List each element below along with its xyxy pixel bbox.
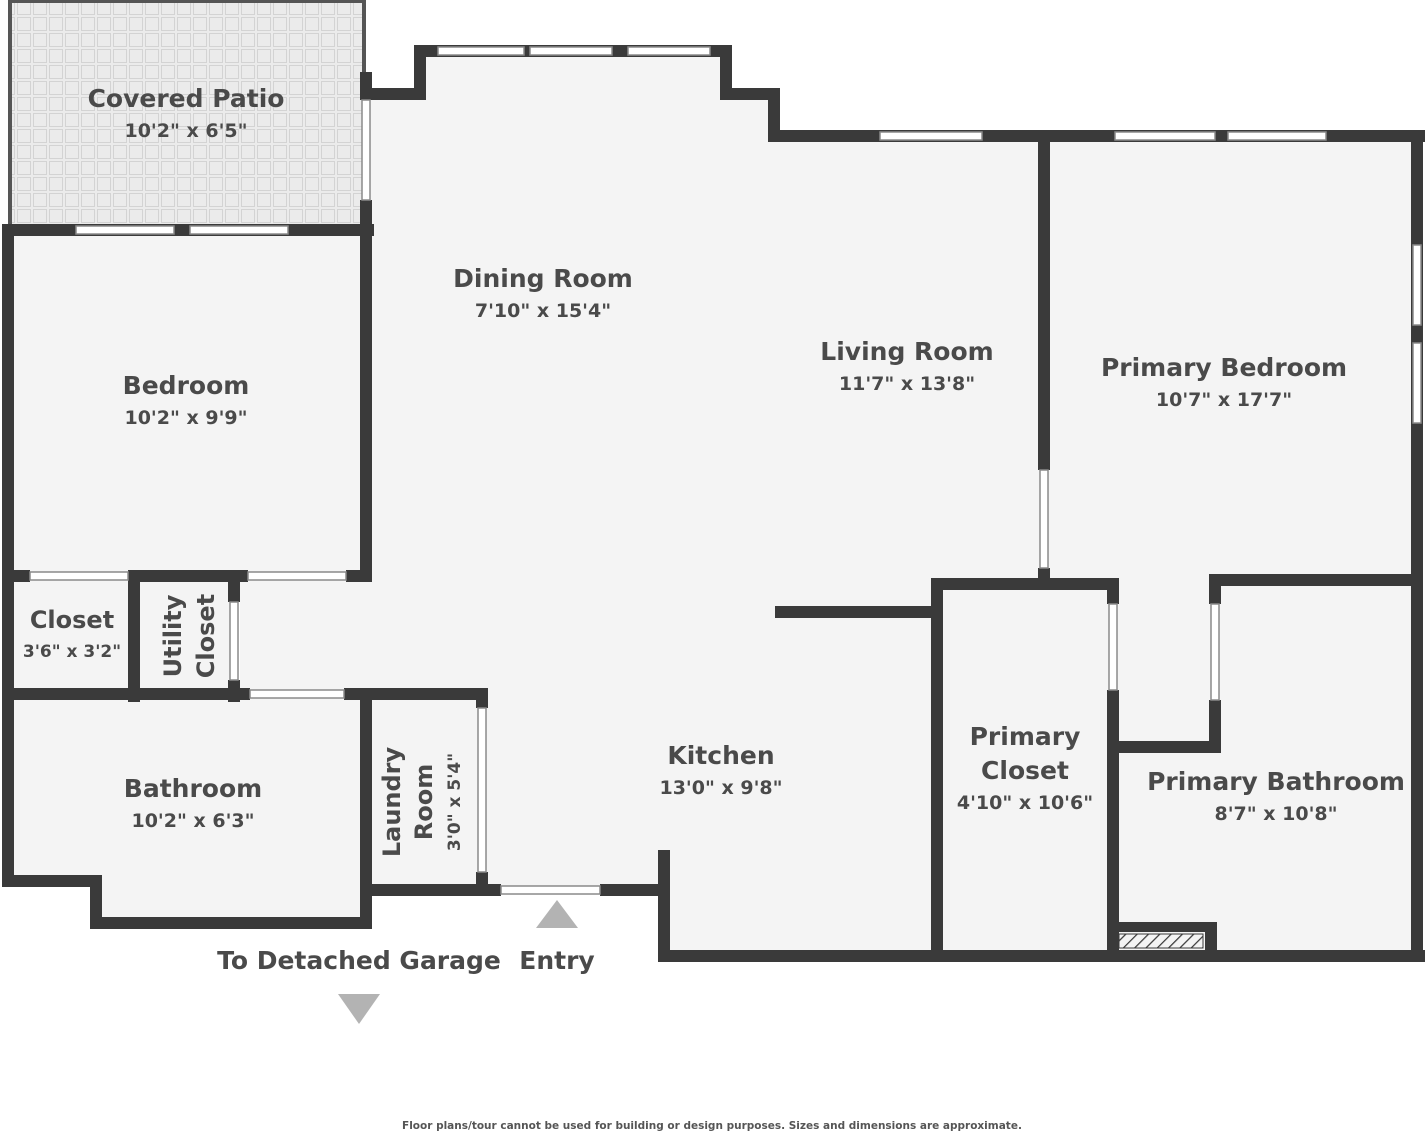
primary-closet-dims: 4'10" x 10'6": [957, 792, 1093, 814]
doorways: [29, 99, 1220, 895]
primary-bathroom-name: Primary Bathroom: [1147, 767, 1405, 796]
doorway: [500, 885, 601, 895]
laundry-room-label: Laundry Room 3'0" x 5'4": [378, 746, 465, 857]
garage-label: To Detached Garage: [217, 946, 501, 975]
utility-closet-name-line1: Utility: [159, 594, 187, 677]
primary-closet-name-line2: Closet: [981, 756, 1069, 785]
window: [627, 46, 711, 56]
laundry-room-floor: [366, 695, 486, 890]
bathroom-floor: [10, 700, 366, 920]
garage-arrow-icon: [338, 994, 380, 1024]
entry-label: Entry: [519, 946, 594, 975]
laundry-room-name-line2: Room: [410, 764, 438, 840]
cabinet-hatch: [1118, 933, 1204, 949]
window: [879, 131, 983, 141]
living-room-dims: 11'7" x 13'8": [839, 373, 975, 395]
dining-room-dims: 7'10" x 15'4": [475, 300, 611, 322]
window: [1114, 131, 1216, 141]
utility-closet-name-line2: Closet: [192, 594, 220, 678]
bedroom-floor: [10, 232, 366, 577]
dining-room-name: Dining Room: [453, 264, 633, 293]
doorway: [361, 99, 371, 201]
covered-patio-name: Covered Patio: [88, 84, 285, 113]
primary-bathroom-dims: 8'7" x 10'8": [1214, 803, 1337, 825]
doorway: [1108, 603, 1118, 691]
living-room-name: Living Room: [820, 337, 993, 366]
doorway: [1039, 469, 1049, 569]
utility-closet-floor: [140, 577, 238, 695]
doorway: [1210, 603, 1220, 701]
covered-patio-dims: 10'2" x 6'5": [124, 120, 247, 142]
kitchen-name: Kitchen: [667, 741, 774, 770]
doorway: [247, 571, 347, 581]
laundry-room-dims: 3'0" x 5'4": [445, 753, 465, 851]
primary-closet-name-line1: Primary: [970, 722, 1081, 751]
primary-bedroom-dims: 10'7" x 17'7": [1156, 389, 1292, 411]
doorway: [477, 707, 487, 873]
laundry-room-name-line1: Laundry: [378, 746, 406, 857]
window: [437, 46, 525, 56]
kitchen-dims: 13'0" x 9'8": [659, 777, 782, 799]
doorway: [229, 601, 239, 681]
floor-areas: [10, 0, 1420, 955]
closet-floor: [10, 577, 140, 695]
closet-name: Closet: [30, 606, 114, 634]
disclaimer-text: Floor plans/tour cannot be used for buil…: [402, 1120, 1022, 1131]
window: [75, 225, 175, 235]
window: [1412, 244, 1422, 326]
bathroom-dims: 10'2" x 6'3": [131, 810, 254, 832]
bedroom-name: Bedroom: [123, 371, 250, 400]
closet-dims: 3'6" x 3'2": [23, 642, 121, 662]
window: [529, 46, 613, 56]
window: [189, 225, 289, 235]
window: [1227, 131, 1327, 141]
windows: [75, 46, 1422, 424]
doorway: [249, 689, 345, 699]
entry-arrow-icon: [536, 900, 578, 928]
main-floor: [240, 50, 1420, 955]
bedroom-dims: 10'2" x 9'9": [124, 407, 247, 429]
utility-closet-label: Utility Closet: [159, 594, 220, 678]
window: [1412, 342, 1422, 424]
bathroom-name: Bathroom: [124, 774, 262, 803]
primary-bedroom-name: Primary Bedroom: [1101, 353, 1347, 382]
room-labels: Covered Patio 10'2" x 6'5" Dining Room 7…: [23, 84, 1405, 857]
covered-patio-floor: [10, 0, 366, 226]
doorway: [29, 571, 129, 581]
